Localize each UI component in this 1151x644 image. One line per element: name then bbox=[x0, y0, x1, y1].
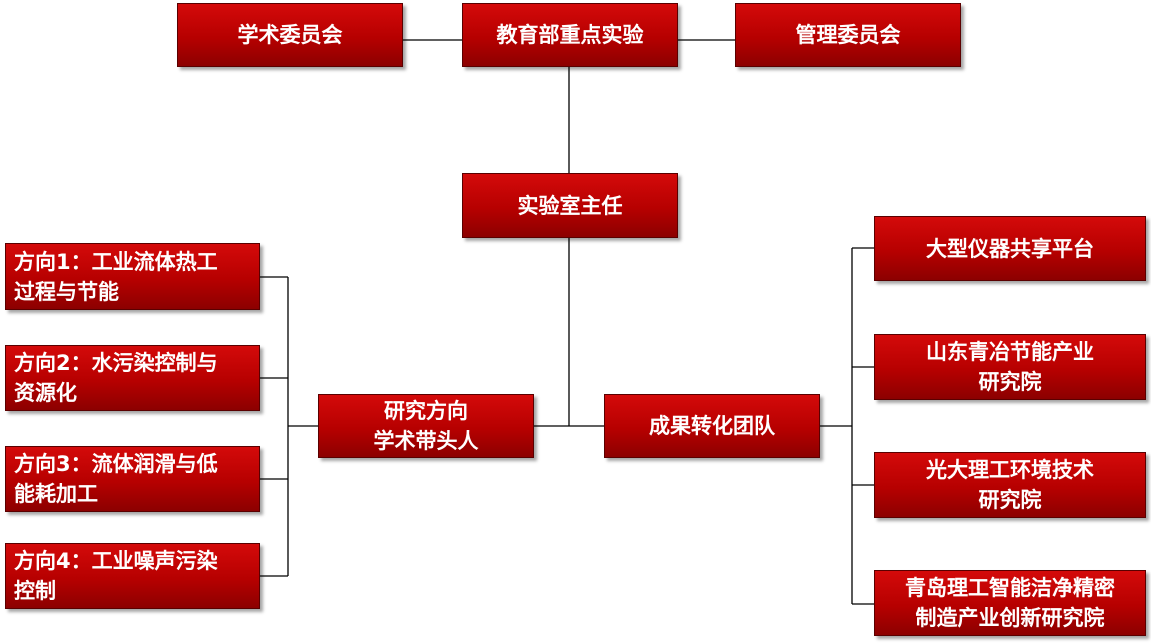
platform-box-2: 山东青冶节能产业 研究院 bbox=[874, 334, 1146, 400]
platform-box-1: 大型仪器共享平台 bbox=[874, 216, 1146, 281]
lab-director-box: 实验室主任 bbox=[462, 173, 678, 238]
platform-label-2: 山东青冶节能产业 研究院 bbox=[926, 340, 1094, 394]
transfer-team-label: 成果转化团队 bbox=[649, 414, 775, 438]
research-lead-box: 研究方向 学术带头人 bbox=[318, 394, 534, 458]
direction-box-2: 方向2：水污染控制与 资源化 bbox=[5, 345, 260, 411]
platform-label-3: 光大理工环境技术 研究院 bbox=[926, 458, 1094, 512]
management-committee-box: 管理委员会 bbox=[735, 3, 961, 67]
direction-box-4: 方向4：工业噪声污染 控制 bbox=[5, 543, 260, 609]
direction-box-1: 方向1：工业流体热工 过程与节能 bbox=[5, 243, 260, 310]
direction-box-3: 方向3：流体润滑与低 能耗加工 bbox=[5, 446, 260, 512]
academic-committee-label: 学术委员会 bbox=[237, 23, 343, 47]
direction-label-2: 方向2：水污染控制与 资源化 bbox=[14, 351, 218, 405]
academic-committee-box: 学术委员会 bbox=[177, 3, 403, 67]
direction-label-3: 方向3：流体润滑与低 能耗加工 bbox=[14, 452, 218, 506]
key-lab-label: 教育部重点实验 bbox=[496, 23, 644, 47]
platform-label-4: 青岛理工智能洁净精密 制造产业创新研究院 bbox=[905, 576, 1115, 630]
lab-director-label: 实验室主任 bbox=[517, 193, 623, 218]
platform-box-3: 光大理工环境技术 研究院 bbox=[874, 452, 1146, 518]
platform-label-1: 大型仪器共享平台 bbox=[926, 236, 1094, 261]
key-lab-box: 教育部重点实验 bbox=[462, 3, 678, 67]
management-committee-label: 管理委员会 bbox=[795, 23, 901, 47]
research-lead-label: 研究方向 学术带头人 bbox=[373, 399, 479, 453]
direction-label-4: 方向4：工业噪声污染 控制 bbox=[14, 549, 218, 603]
platform-box-4: 青岛理工智能洁净精密 制造产业创新研究院 bbox=[874, 570, 1146, 636]
direction-label-1: 方向1：工业流体热工 过程与节能 bbox=[14, 249, 218, 304]
transfer-team-box: 成果转化团队 bbox=[604, 394, 820, 458]
